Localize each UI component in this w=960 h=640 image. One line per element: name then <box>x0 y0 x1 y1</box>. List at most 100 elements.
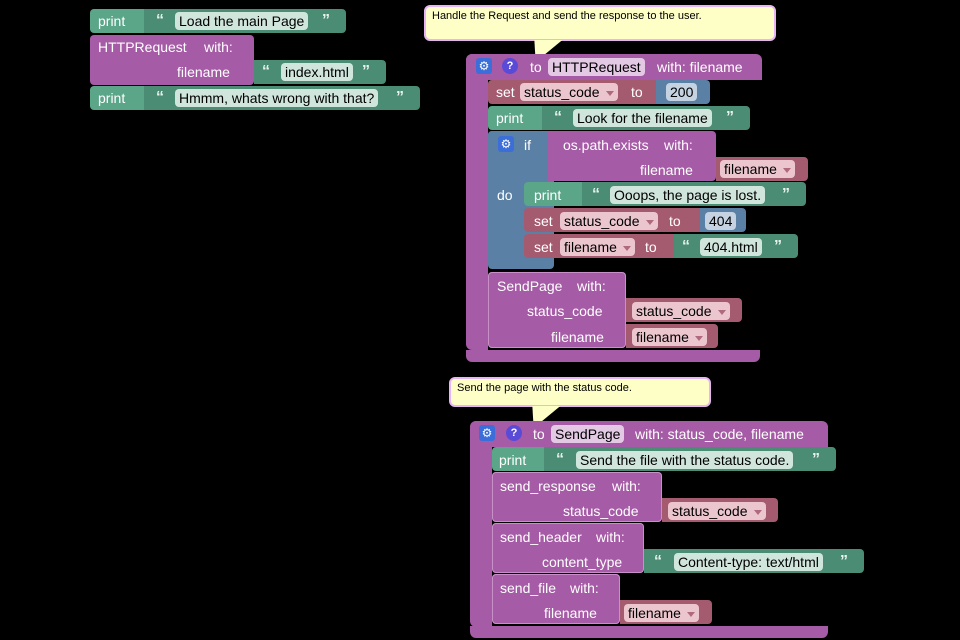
help-icon[interactable]: ? <box>506 425 522 441</box>
variable-dropdown[interactable]: filename <box>720 160 795 178</box>
chevron-down-icon <box>622 245 631 251</box>
variable-name: status_code <box>524 84 600 100</box>
call-block-sendpage[interactable] <box>488 272 626 348</box>
chevron-down-icon <box>686 611 695 617</box>
resp-arg-label: status_code <box>563 503 639 519</box>
call-block-os-path-exists[interactable] <box>548 131 716 181</box>
quote-open-icon: “ <box>156 12 164 29</box>
variable-name: status_code <box>672 503 748 519</box>
variable-dropdown[interactable]: filename <box>624 604 699 622</box>
text-value[interactable]: 404.html <box>700 238 762 256</box>
print-keyword: print <box>499 452 527 468</box>
set-to: to <box>645 239 657 255</box>
sendpage-name: SendPage <box>497 278 563 294</box>
text-value[interactable]: index.html <box>281 63 353 81</box>
call-block-send-response[interactable] <box>492 472 662 522</box>
set-keyword: set <box>534 239 553 255</box>
print-block-send-file[interactable] <box>492 447 544 471</box>
quote-open-icon: “ <box>654 553 662 570</box>
number-value[interactable]: 404 <box>705 212 737 230</box>
file-with: with: <box>570 580 599 596</box>
cond-with: with: <box>664 137 693 153</box>
chevron-down-icon <box>605 90 614 96</box>
sendpage-arg1-label: status_code <box>527 303 603 319</box>
chevron-down-icon <box>645 219 654 225</box>
text-value[interactable]: Content-type: text/html <box>674 553 823 571</box>
sendpage-arg2-label: filename <box>551 329 604 345</box>
quote-open-icon: “ <box>554 109 562 126</box>
set-to: to <box>631 84 643 100</box>
call-block-send-header[interactable] <box>492 523 644 573</box>
variable-dropdown[interactable]: status_code <box>632 302 730 320</box>
text-value[interactable]: Send the file with the status code. <box>576 451 794 469</box>
print-block-ooops[interactable] <box>524 182 582 206</box>
chevron-down-icon <box>694 335 703 341</box>
file-arg-label: filename <box>544 605 597 621</box>
function-frame-left <box>470 421 492 627</box>
print-keyword: print <box>98 13 126 29</box>
resp-with: with: <box>612 478 641 494</box>
call-with: with: <box>204 39 233 55</box>
variable-name: status_code <box>564 213 640 229</box>
print-block-load-main-page[interactable] <box>90 9 144 33</box>
print-keyword: print <box>98 90 126 106</box>
text-value[interactable]: Load the main Page <box>175 12 309 30</box>
variable-name: filename <box>628 605 681 621</box>
header-arg-label: content_type <box>542 554 623 570</box>
variable-dropdown[interactable]: status_code <box>668 502 766 520</box>
do-keyword: do <box>497 187 513 203</box>
cond-func-name: os.path.exists <box>563 137 649 153</box>
comment-bubble-handle-request[interactable]: Handle the Request and send the response… <box>424 5 776 41</box>
comment-bubble-send-page[interactable]: Send the page with the status code. <box>449 377 711 407</box>
print-keyword: print <box>534 187 562 203</box>
resp-name: send_response <box>500 478 596 494</box>
call-block-send-file[interactable] <box>492 574 620 624</box>
quote-close-icon: ” <box>322 12 330 29</box>
text-value[interactable]: Look for the filename <box>573 109 712 127</box>
call-name: HTTPRequest <box>98 39 187 55</box>
function-params: with: status_code, filename <box>635 426 804 442</box>
variable-dropdown[interactable]: filename <box>560 238 635 256</box>
function-header[interactable] <box>470 421 828 447</box>
gear-icon[interactable]: ⚙ <box>476 58 492 74</box>
help-icon[interactable]: ? <box>502 58 518 74</box>
print-block-hmmm[interactable] <box>90 86 144 110</box>
print-block-look-for-filename[interactable] <box>488 106 542 130</box>
if-keyword: if <box>524 137 531 153</box>
header-name: send_header <box>500 529 582 545</box>
quote-open-icon: “ <box>556 451 564 468</box>
quote-close-icon: ” <box>812 451 820 468</box>
quote-open-icon: “ <box>262 63 270 80</box>
variable-name: filename <box>564 239 617 255</box>
quote-close-icon: ” <box>726 109 734 126</box>
variable-dropdown[interactable]: filename <box>632 328 707 346</box>
number-value[interactable]: 200 <box>666 83 698 101</box>
variable-dropdown[interactable]: status_code <box>520 83 618 101</box>
function-frame-bottom <box>470 626 828 638</box>
function-name-field[interactable]: HTTPRequest <box>548 58 645 76</box>
gear-icon[interactable]: ⚙ <box>498 136 514 152</box>
function-frame-bottom <box>466 350 760 362</box>
print-keyword: print <box>496 110 524 126</box>
function-to: to <box>533 426 545 442</box>
file-name: send_file <box>500 580 557 596</box>
quote-close-icon: ” <box>362 63 370 80</box>
variable-name: filename <box>724 161 777 177</box>
function-params: with: filename <box>657 59 743 75</box>
text-value[interactable]: Hmmm, whats wrong with that? <box>175 89 379 107</box>
variable-name: filename <box>636 329 689 345</box>
function-to: to <box>530 59 542 75</box>
text-value[interactable]: Ooops, the page is lost. <box>610 186 766 204</box>
header-with: with: <box>596 529 625 545</box>
comment-text: Handle the Request and send the response… <box>432 10 702 22</box>
variable-dropdown[interactable]: status_code <box>560 212 658 230</box>
chevron-down-icon <box>717 309 726 315</box>
gear-icon[interactable]: ⚙ <box>479 425 495 441</box>
function-frame-left <box>466 54 488 350</box>
function-name-field[interactable]: SendPage <box>551 425 625 443</box>
call-block-httprequest[interactable] <box>90 35 254 85</box>
chevron-down-icon <box>753 509 762 515</box>
quote-close-icon: ” <box>774 238 782 255</box>
cond-arg-label: filename <box>640 162 693 178</box>
quote-open-icon: “ <box>156 89 164 106</box>
